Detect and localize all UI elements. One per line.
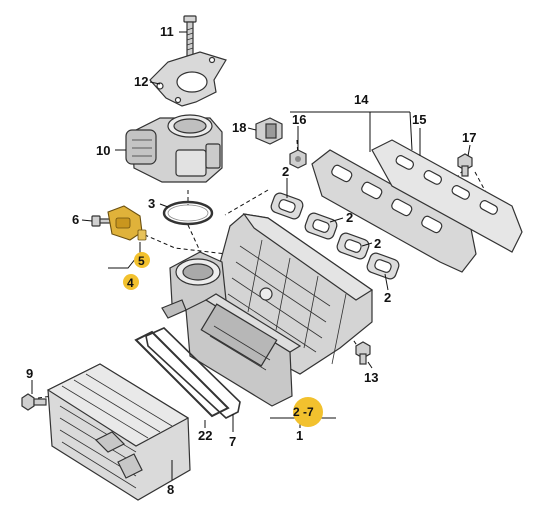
part-5-seal: [137, 229, 147, 241]
part-1-intake-manifold: [161, 213, 374, 407]
callout-3: 3: [148, 196, 155, 211]
part-18-sensor: [255, 117, 283, 145]
port-gasket-a: [270, 192, 304, 220]
part-2-port-gaskets: [270, 192, 400, 280]
port-gasket-c: [336, 232, 370, 260]
callout-9: 9: [26, 366, 33, 381]
callout-14: 14: [354, 92, 369, 107]
part-15-gasket: [371, 139, 523, 253]
highlight-markers: [123, 252, 323, 427]
part-4-sensor: [107, 205, 143, 241]
callout-2-c: 2: [374, 236, 381, 251]
callout-2-a: 2: [282, 164, 289, 179]
callout-labels: 11 12 10 3 6 5 4 18 16 14 15 17 2 2 2 2 …: [26, 24, 476, 497]
part-17-bolt: [457, 153, 473, 177]
callout-5: 5: [138, 254, 145, 268]
callout-2-d: 2: [384, 290, 391, 305]
callout-6: 6: [72, 212, 79, 227]
part-7-seal: [145, 327, 241, 419]
callout-2-7: 2 -7: [293, 405, 314, 419]
part-9-bolt: [21, 393, 47, 411]
callout-22: 22: [198, 428, 212, 443]
part-11-bolt: [183, 15, 197, 57]
callout-12: 12: [134, 74, 148, 89]
port-gasket-d: [366, 252, 400, 280]
callout-18: 18: [232, 120, 246, 135]
part-8-intercooler: [46, 363, 191, 501]
highlight-4: [123, 274, 139, 290]
callout-10: 10: [96, 143, 110, 158]
callout-1: 1: [296, 428, 303, 443]
part-12-bracket: [149, 51, 227, 107]
highlight-2-7: [293, 397, 323, 427]
part-16-plug: [289, 149, 307, 169]
callout-8: 8: [167, 482, 174, 497]
callout-2-b: 2: [346, 210, 353, 225]
part-14-gasket-flange: [311, 149, 477, 273]
callout-7: 7: [229, 434, 236, 449]
port-gasket-b: [304, 212, 338, 240]
callout-16: 16: [292, 112, 306, 127]
callout-17: 17: [462, 130, 476, 145]
part-3-o-ring: [162, 200, 214, 226]
part-22-seal: [134, 330, 230, 418]
highlight-5: [134, 252, 150, 268]
callout-4: 4: [127, 276, 134, 290]
part-13-bolt: [355, 341, 371, 365]
callout-15: 15: [412, 112, 426, 127]
part-10-throttle-body: [125, 114, 223, 183]
callout-13: 13: [364, 370, 378, 385]
callout-11: 11: [160, 24, 174, 39]
